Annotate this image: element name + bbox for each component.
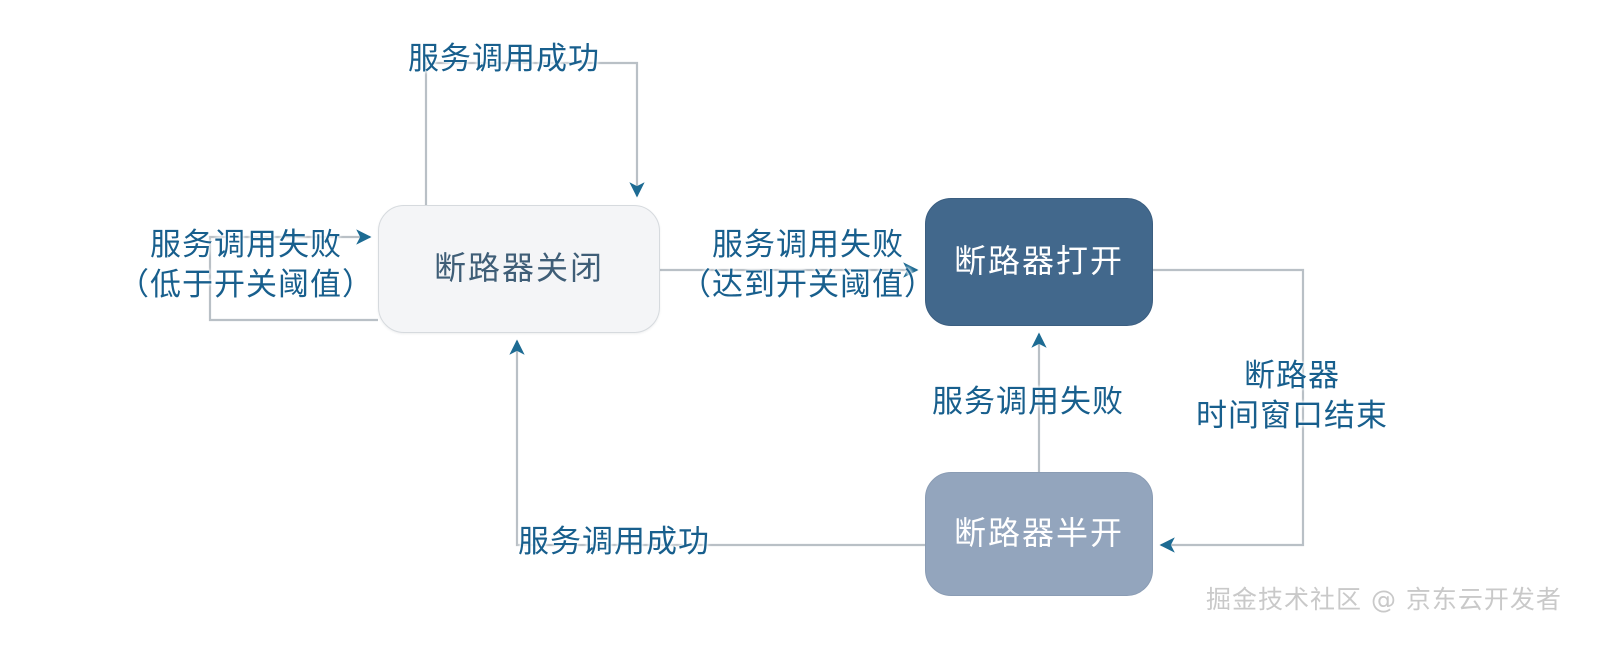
state-node-circuit-breaker-closed[interactable]: 断路器关闭 [378, 205, 660, 333]
edge-label-line: （低于开关阈值） [118, 266, 374, 303]
edge-label-line: 服务调用失败 [712, 227, 904, 263]
state-node-circuit-breaker-half-open[interactable]: 断路器半开 [925, 472, 1153, 596]
edge-closed-self-success-path [424, 61, 645, 205]
edge-label-line: （达到开关阈值） [680, 266, 936, 303]
edge-label-line: 断路器 [1244, 358, 1340, 394]
edge-label-closed-self-success: 服务调用成功 [408, 40, 600, 80]
edge-label-halfopen-to-open: 服务调用失败 [932, 383, 1124, 423]
state-label-closed: 断路器关闭 [433, 249, 604, 288]
edge-label-closed-to-open: 服务调用失败 （达到开关阈值） [680, 226, 936, 305]
edge-label-line: 服务调用失败 [932, 384, 1124, 420]
edge-label-open-to-halfopen: 断路器 时间窗口结束 [1196, 357, 1388, 436]
watermark-text: 掘金技术社区 @ 京东云开发者 [1206, 585, 1562, 614]
edge-label-closed-self-fail: 服务调用失败 （低于开关阈值） [118, 226, 374, 305]
state-label-open: 断路器打开 [953, 242, 1124, 281]
edge-closed-self-fail-path [208, 229, 378, 322]
edge-label-line: 服务调用失败 [150, 227, 342, 263]
edge-open-to-halfopen-path [1153, 268, 1305, 553]
edge-label-line: 服务调用成功 [408, 41, 600, 77]
edge-halfopen-to-closed-path [509, 339, 925, 547]
edge-label-line: 时间窗口结束 [1196, 397, 1388, 434]
edge-label-line: 服务调用成功 [518, 524, 710, 560]
state-label-half-open: 断路器半开 [953, 514, 1124, 553]
state-node-circuit-breaker-open[interactable]: 断路器打开 [925, 198, 1153, 326]
edge-label-halfopen-to-closed: 服务调用成功 [518, 523, 710, 563]
